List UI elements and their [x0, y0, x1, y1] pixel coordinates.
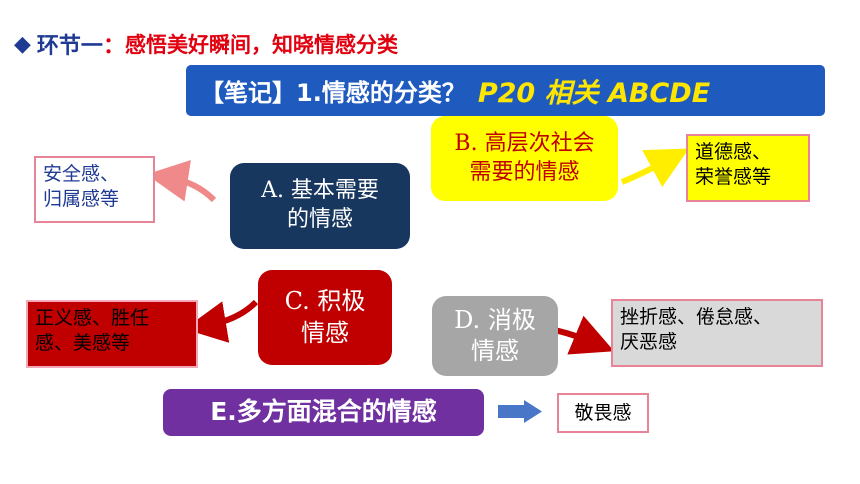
arrow-b-to-example — [620, 148, 690, 188]
category-e-box: E.多方面混合的情感 — [163, 389, 484, 436]
category-a-example: 安全感、 归属感等 — [34, 156, 155, 223]
example-c-line2: 感、美感等 — [35, 331, 131, 354]
category-a-line1: A. 基本需要 — [261, 178, 379, 204]
example-b-line2: 荣誉感等 — [695, 165, 772, 188]
diamond-icon: ◆ — [14, 31, 31, 57]
category-d-example: 挫折感、倦怠感、 厌恶感 — [611, 299, 823, 367]
category-b-box: B. 高层次社会 需要的情感 — [431, 116, 618, 201]
category-c-line1: C. 积极 — [284, 287, 366, 316]
banner-reference: P20 相关 ABCDE — [477, 78, 711, 109]
example-d-line1: 挫折感、倦怠感、 — [620, 306, 773, 328]
category-e-example: 敬畏感 — [557, 393, 649, 433]
arrow-a-to-example — [146, 159, 217, 203]
example-a-line1: 安全感、 — [43, 163, 120, 185]
category-c-example: 正义感、胜任 感、美感等 — [26, 300, 198, 368]
example-c-line1: 正义感、胜任 — [35, 307, 150, 329]
heading-colon: ： — [102, 34, 125, 59]
category-b-line1: B. 高层次社会 — [454, 130, 595, 156]
category-a-line2: 的情感 — [286, 207, 353, 232]
category-a-box: A. 基本需要 的情感 — [230, 163, 410, 249]
category-c-line2: 情感 — [300, 318, 349, 347]
example-b-line1: 道德感、 — [695, 141, 772, 163]
category-b-example: 道德感、 荣誉感等 — [686, 134, 810, 202]
category-d-box: D. 消极 情感 — [432, 296, 558, 376]
banner-note: 【笔记】1.情感的分类？ — [200, 79, 466, 107]
heading-topic: 感悟美好瞬间，知晓情感分类 — [124, 33, 398, 57]
category-d-line1: D. 消极 — [454, 305, 536, 334]
category-d-line2: 情感 — [471, 337, 519, 365]
example-a-line2: 归属感等 — [43, 187, 120, 210]
category-b-line2: 需要的情感 — [469, 159, 580, 185]
example-d-line2: 厌恶感 — [620, 330, 678, 353]
notes-banner: 【笔记】1.情感的分类？ P20 相关 ABCDE — [186, 65, 825, 116]
category-c-box: C. 积极 情感 — [258, 270, 392, 365]
example-e-label: 敬畏感 — [574, 401, 632, 424]
section-heading: ◆ 环节一 ： 感悟美好瞬间，知晓情感分类 — [14, 28, 398, 60]
arrow-c-to-example — [184, 299, 259, 343]
category-e-label: E.多方面混合的情感 — [210, 397, 437, 427]
arrow-e-to-example — [498, 400, 542, 423]
heading-lead: 环节一 — [36, 34, 103, 59]
